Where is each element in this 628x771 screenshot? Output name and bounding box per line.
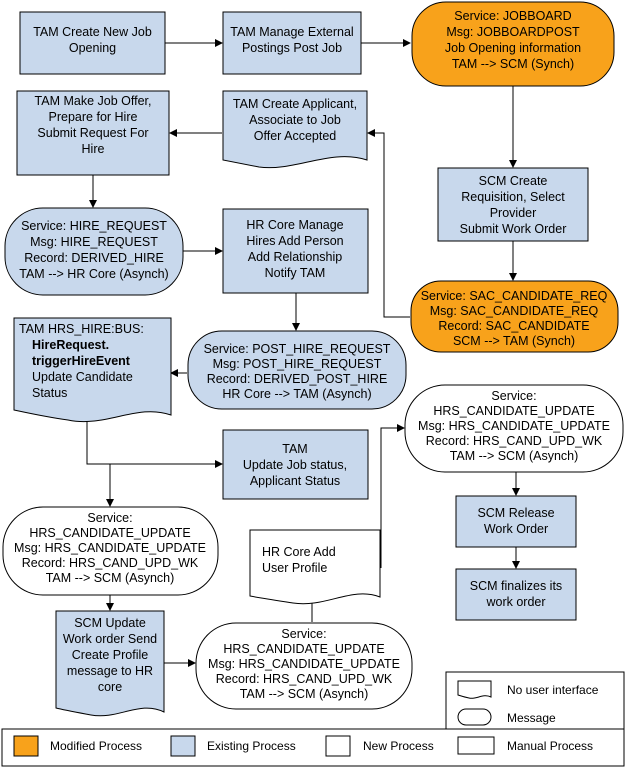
legend-swatch-no-ui: [457, 680, 492, 699]
svg-text:Message: Message: [507, 711, 556, 725]
arrow-sac-to-applicant: [367, 129, 410, 318]
arrow-profile-to-cand-update-right: [380, 424, 405, 568]
svg-text:HireRequest.: HireRequest.: [32, 338, 109, 352]
connectors: [86, 39, 520, 667]
legend-item-modified: Modified Process: [13, 735, 142, 757]
svg-text:Status: Status: [32, 386, 67, 400]
legend-item-existing: Existing Process: [170, 735, 296, 757]
svg-text:triggerHireEvent: triggerHireEvent: [32, 354, 131, 368]
legend-swatch-new: [325, 735, 351, 757]
line-trigger-split: [86, 413, 110, 465]
legend-item-manual: Manual Process: [457, 736, 593, 755]
legend-item-no-ui: No user interface: [457, 680, 599, 699]
legend-swatch-existing: [170, 735, 196, 757]
legend: No user interface Message Modified Proce…: [1, 671, 625, 767]
legend-swatch-message: [457, 708, 492, 726]
node-tam-trigger-hire-event: TAM HRS_HIRE:BUS: HireRequest. triggerHi…: [13, 317, 172, 423]
legend-box-lower: [1, 728, 625, 767]
svg-text:No user interface: No user interface: [507, 683, 599, 697]
legend-swatch-manual: [457, 736, 495, 755]
legend-swatch-modified: [13, 735, 39, 757]
svg-text:Modified Process: Modified Process: [50, 739, 142, 753]
legend-item-new: New Process: [325, 735, 434, 757]
svg-text:Manual Process: Manual Process: [507, 739, 593, 753]
svg-text:Update Candidate: Update Candidate: [32, 370, 133, 384]
svg-text:TAM HRS_HIRE:BUS:: TAM HRS_HIRE:BUS:: [19, 322, 144, 336]
svg-text:Existing Process: Existing Process: [207, 739, 296, 753]
svg-text:New Process: New Process: [363, 739, 434, 753]
svg-text:TAM Create Applicant,Associate: TAM Create Applicant,Associate to JobOff…: [233, 97, 357, 143]
legend-item-message: Message: [457, 708, 556, 726]
svg-text:TAM Make Job Offer,Prepare for: TAM Make Job Offer,Prepare for HireSubmi…: [35, 94, 152, 156]
